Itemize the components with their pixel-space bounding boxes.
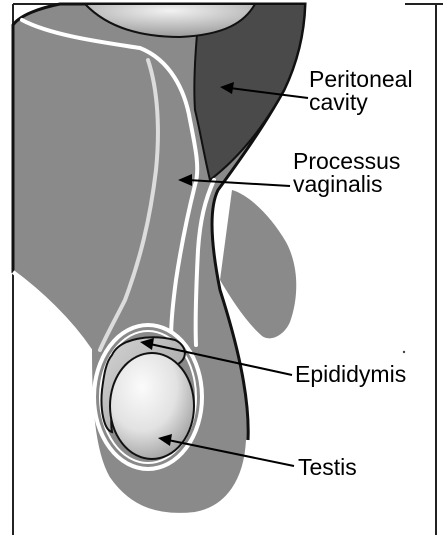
penis-shape <box>220 190 296 338</box>
label-testis: Testis <box>298 456 357 479</box>
label-processus-vaginalis: Processus vaginalis <box>293 150 400 196</box>
label-peritoneal-line2: cavity <box>309 91 413 114</box>
label-testis-text: Testis <box>298 456 357 479</box>
stray-dot <box>403 351 405 353</box>
label-processus-line2: vaginalis <box>293 173 400 196</box>
label-processus-line1: Processus <box>293 150 400 173</box>
label-peritoneal-cavity: Peritoneal cavity <box>309 68 413 114</box>
label-epididymis-text: Epididymis <box>295 363 406 386</box>
label-epididymis: Epididymis <box>295 363 406 386</box>
label-peritoneal-line1: Peritoneal <box>309 68 413 91</box>
